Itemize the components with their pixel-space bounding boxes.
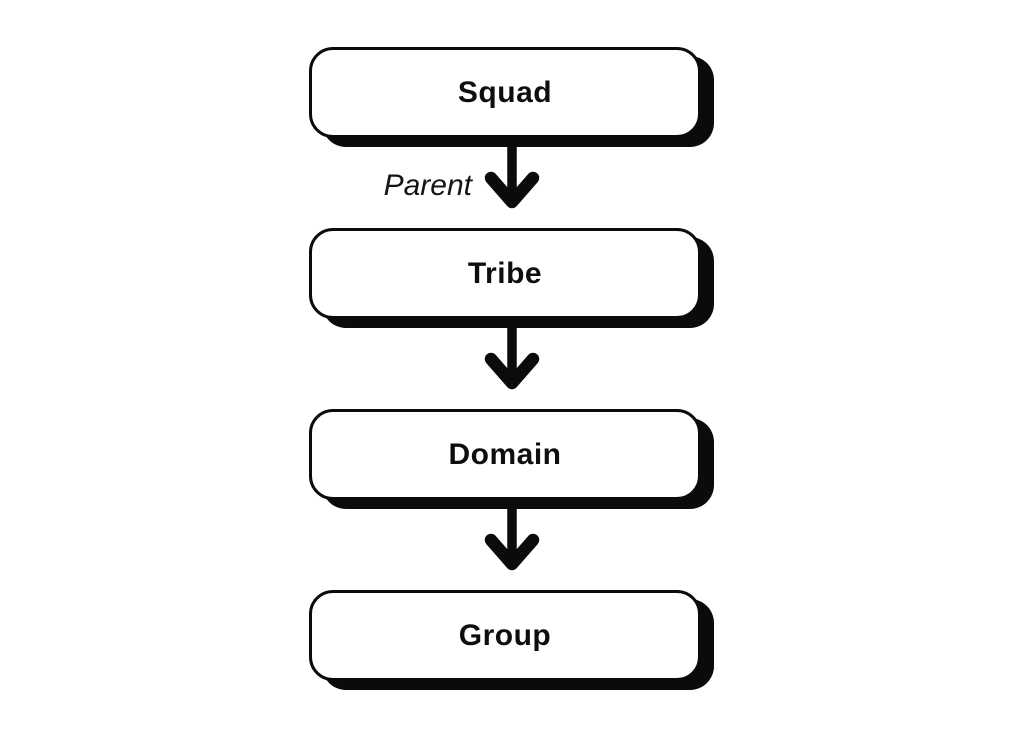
connector-tribe-domain xyxy=(482,319,542,409)
node-domain-label: Domain xyxy=(448,437,562,471)
node-tribe-label: Tribe xyxy=(467,256,543,290)
node-squad: Squad xyxy=(309,47,701,138)
node-domain: Domain xyxy=(309,409,701,500)
node-squad-label: Squad xyxy=(457,75,553,109)
connector-domain-group xyxy=(482,500,542,590)
node-group: Group xyxy=(309,590,701,681)
arrow-down-icon xyxy=(484,140,540,209)
arrow-down-icon xyxy=(484,321,540,390)
edge-label-parent: Parent xyxy=(383,169,472,202)
connector-squad-tribe: Parent xyxy=(384,138,542,228)
flowchart: Squad Parent Tribe Domain xyxy=(0,47,1024,681)
node-group-label: Group xyxy=(458,618,552,652)
node-tribe: Tribe xyxy=(309,228,701,319)
arrow-down-icon xyxy=(484,502,540,571)
